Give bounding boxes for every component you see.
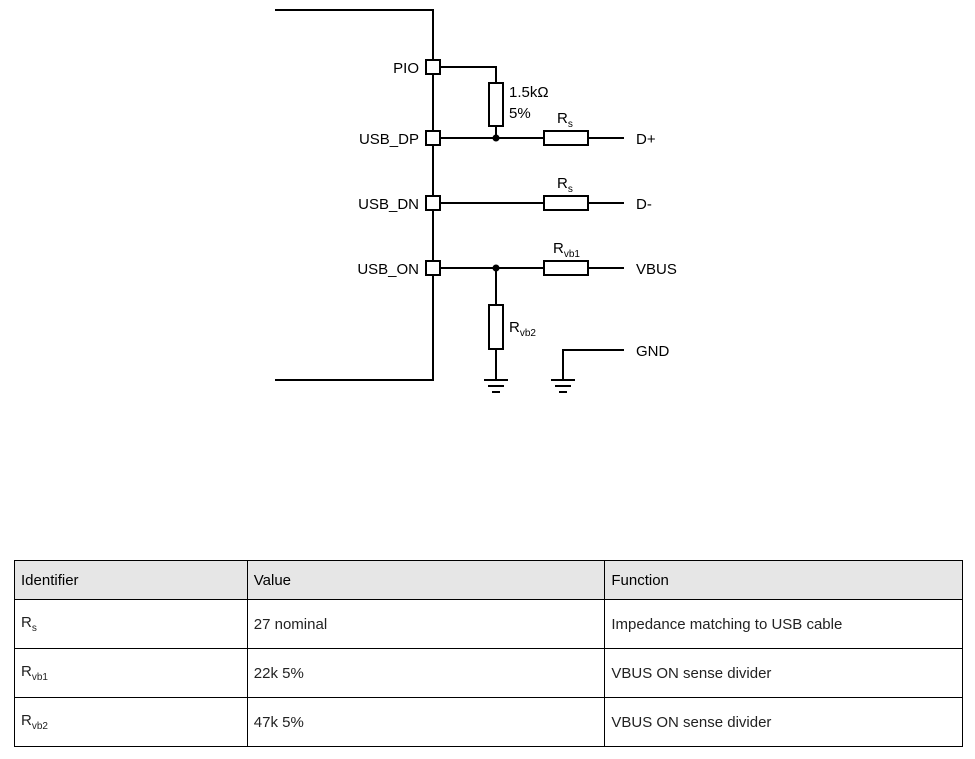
rvb2-label: Rvb2 xyxy=(509,319,536,339)
header-value: Value xyxy=(247,561,605,600)
pin-label-usb-dn: USB_DN xyxy=(358,196,419,213)
cell-value: 22k 5% xyxy=(247,649,605,698)
rs-label-dp: Rs xyxy=(557,110,573,130)
net-label-dminus: D- xyxy=(636,196,652,213)
junction-dp xyxy=(493,135,500,142)
table-row: Rvb1 22k 5% VBUS ON sense divider xyxy=(15,649,963,698)
pin-box-usb-dp xyxy=(426,131,440,145)
cell-function: VBUS ON sense divider xyxy=(605,698,963,747)
pin-label-pio: PIO xyxy=(393,60,419,77)
wire-gnd xyxy=(563,350,624,380)
header-function: Function xyxy=(605,561,963,600)
cell-value: 27 nominal xyxy=(247,600,605,649)
net-label-dplus: D+ xyxy=(636,131,656,148)
rvb1-label: Rvb1 xyxy=(553,240,580,260)
pin-box-usb-dn xyxy=(426,196,440,210)
cell-identifier: Rvb2 xyxy=(15,698,248,747)
cell-identifier: Rs xyxy=(15,600,248,649)
resistor-rvb1 xyxy=(544,261,588,275)
usb-schematic: PIO USB_DP USB_DN USB_ON 1.5kΩ 5% Rs Rs … xyxy=(0,0,975,420)
pin-box-usb-on xyxy=(426,261,440,275)
pin-label-usb-dp: USB_DP xyxy=(359,131,419,148)
ground-icon xyxy=(484,380,508,392)
resistor-pullup xyxy=(489,83,503,126)
table-row: Rs 27 nominal Impedance matching to USB … xyxy=(15,600,963,649)
net-label-gnd: GND xyxy=(636,343,670,360)
cell-value: 47k 5% xyxy=(247,698,605,747)
rs-label-dn: Rs xyxy=(557,175,573,195)
resistor-rvb2 xyxy=(489,305,503,349)
pullup-tolerance: 5% xyxy=(509,105,531,122)
header-identifier: Identifier xyxy=(15,561,248,600)
net-label-vbus: VBUS xyxy=(636,261,677,278)
junction-on xyxy=(493,265,500,272)
table-row: Rvb2 47k 5% VBUS ON sense divider xyxy=(15,698,963,747)
resistor-rs-dn xyxy=(544,196,588,210)
cell-identifier: Rvb1 xyxy=(15,649,248,698)
ground-icon xyxy=(551,380,575,392)
pullup-value: 1.5kΩ xyxy=(509,84,549,101)
pin-label-usb-on: USB_ON xyxy=(357,261,419,278)
cell-function: Impedance matching to USB cable xyxy=(605,600,963,649)
table-header-row: Identifier Value Function xyxy=(15,561,963,600)
cell-function: VBUS ON sense divider xyxy=(605,649,963,698)
component-table: Identifier Value Function Rs 27 nominal … xyxy=(14,560,963,747)
pin-box-pio xyxy=(426,60,440,74)
wire-pio xyxy=(440,67,496,83)
resistor-rs-dp xyxy=(544,131,588,145)
